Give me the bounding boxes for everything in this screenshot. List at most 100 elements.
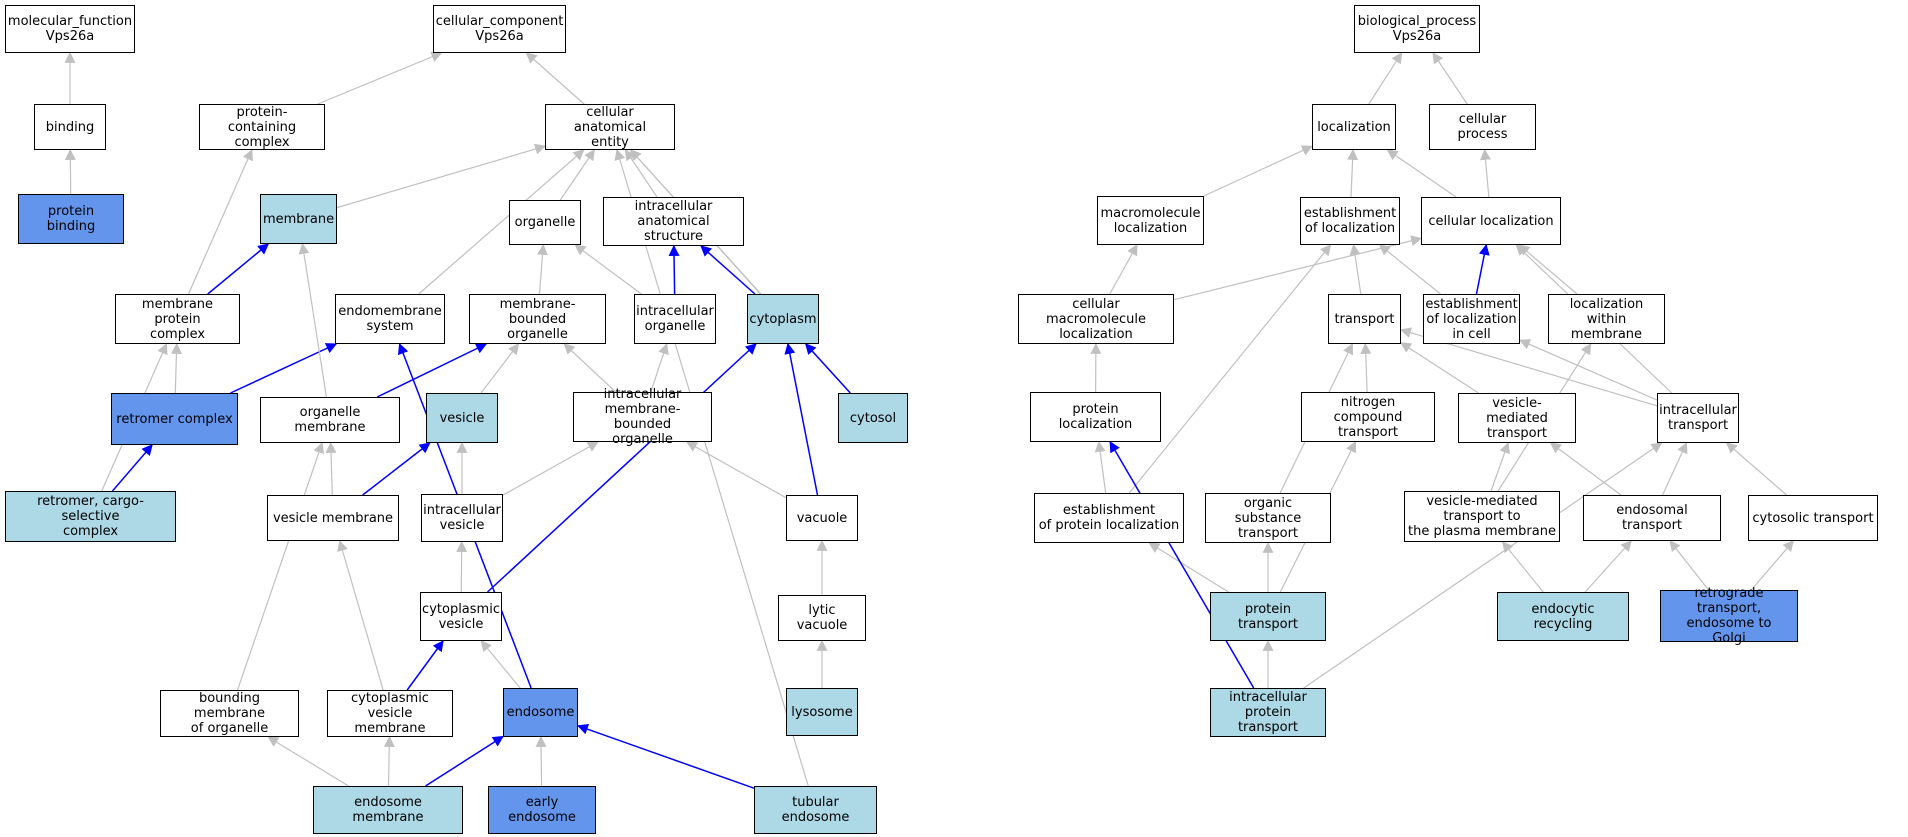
node-cytosol[interactable]: cytosol: [838, 393, 908, 443]
node-bp-root[interactable]: biological_process Vps26a: [1354, 5, 1480, 53]
node-nitrogen-compound-transport[interactable]: nitrogen compound transport: [1301, 392, 1435, 442]
node-organelle-membrane[interactable]: organelle membrane: [260, 397, 400, 443]
edge-retrograde_transport-to-cytosolic_transport: [1750, 540, 1795, 591]
edge-vacuole-to-intracellular_membrane_bounded_organelle: [685, 441, 787, 499]
node-protein-transport[interactable]: protein transport: [1210, 592, 1326, 641]
node-endocytic-recycling[interactable]: endocytic recycling: [1497, 592, 1629, 641]
edge-intracellular_protein_transport-to-protein_localization: [1109, 441, 1255, 689]
node-retromer-complex[interactable]: retromer complex: [111, 393, 238, 445]
edge-vesicle-to-membrane_bounded_organelle: [480, 343, 520, 394]
edge-organelle_membrane-to-membrane: [298, 242, 327, 398]
edge-membrane_bounded_organelle-to-organelle: [537, 243, 548, 295]
node-cytosolic-transport[interactable]: cytosolic transport: [1748, 495, 1878, 541]
node-membrane-bounded-organelle[interactable]: membrane-bounded organelle: [469, 294, 606, 344]
node-binding[interactable]: binding: [34, 104, 106, 150]
node-lysosome[interactable]: lysosome: [786, 688, 858, 736]
node-cytoplasmic-vesicle[interactable]: cytoplasmic vesicle: [420, 592, 502, 641]
edge-vacuole-to-cytoplasm: [784, 342, 819, 496]
edge-cellular_macromolecule_localization-to-macromolecule_localization: [1109, 244, 1138, 295]
node-vesicle-mediated-transport-to-pm[interactable]: vesicle-mediated transport to the plasma…: [1404, 491, 1560, 542]
edge-vesicle_mediated_transport_to_pm-to-vesicle_mediated_transport: [1490, 441, 1510, 492]
edge-cellular_process-to-bp_root: [1432, 52, 1468, 105]
node-localization-within-membrane[interactable]: localization within membrane: [1548, 294, 1665, 344]
node-cytoplasmic-vesicle-membrane[interactable]: cytoplasmic vesicle membrane: [327, 690, 453, 737]
edge-organelle-to-cellular_anatomical_entity: [559, 149, 595, 201]
edge-nitrogen_compound_transport-to-transport: [1360, 342, 1372, 393]
node-cytoplasm[interactable]: cytoplasm: [747, 294, 819, 344]
node-intracellular-membrane-bounded-organelle[interactable]: intracellular membrane-bounded organelle: [573, 387, 712, 447]
edge-intracellular_vesicle-to-intracellular_membrane_bounded_organelle: [502, 441, 599, 496]
node-membrane[interactable]: membrane: [260, 194, 337, 244]
node-tubular-endosome[interactable]: tubular endosome: [754, 786, 877, 834]
edge-establishment_of_protein_localization-to-protein_localization: [1094, 440, 1107, 494]
node-protein-localization[interactable]: protein localization: [1030, 392, 1161, 442]
edge-retromer_complex-to-membrane_protein_complex: [170, 342, 182, 394]
edge-organelle_membrane-to-membrane_bounded_organelle: [376, 343, 488, 398]
node-establishment-of-localization[interactable]: establishment of localization: [1300, 197, 1400, 245]
edge-early_endosome-to-endosome: [535, 735, 547, 787]
node-establishment-of-localization-in-cell[interactable]: establishment of localization in cell: [1423, 294, 1520, 344]
edge-localization-to-bp_root: [1368, 52, 1403, 105]
edge-membrane_protein_complex-to-membrane: [207, 243, 270, 295]
edge-tubular_endosome-to-endosome: [576, 723, 755, 789]
node-macromolecule-localization[interactable]: macromolecule localization: [1097, 196, 1204, 245]
edge-endocytic_recycling-to-vesicle_mediated_transport_to_pm: [1501, 541, 1544, 593]
node-endosomal-transport[interactable]: endosomal transport: [1583, 495, 1721, 541]
node-endomembrane-system[interactable]: endomembrane system: [335, 294, 445, 344]
edge-endosomal_transport-to-intracellular_transport: [1662, 442, 1688, 496]
edge-membrane_protein_complex-to-protein_containing_complex: [187, 148, 253, 295]
node-protein-containing-complex[interactable]: protein-containing complex: [199, 104, 325, 150]
edge-endosome-to-cytoplasmic_vesicle: [480, 640, 521, 689]
edge-endosome_membrane-to-cytoplasmic_vesicle_membrane: [383, 735, 395, 787]
edge-cytosol-to-cytoplasm: [804, 343, 851, 394]
edge-establishment_of_localization_in_cell-to-cellular_localization: [1475, 243, 1490, 295]
edge-membrane-to-cellular_anatomical_entity: [336, 143, 547, 209]
node-vacuole[interactable]: vacuole: [786, 495, 858, 541]
node-intracellular-organelle[interactable]: intracellular organelle: [634, 294, 716, 344]
node-cellular-process[interactable]: cellular process: [1429, 104, 1536, 150]
edge-cytoplasm-to-intracellular_anatomical_structure: [700, 245, 756, 295]
edge-intracellular_protein_transport-to-intracellular_transport: [1303, 442, 1663, 689]
edge-endosome_membrane-to-bounding_membrane_of_organelle: [267, 736, 349, 787]
node-retrograde-transport[interactable]: retrograde transport, endosome to Golgi: [1660, 586, 1798, 646]
edge-establishment_of_protein_localization-to-establishment_of_localization: [1128, 244, 1332, 494]
node-mf-root[interactable]: molecular_function Vps26a: [5, 5, 135, 53]
node-membrane-protein-complex[interactable]: membrane protein complex: [115, 294, 240, 344]
edge-bounding_membrane_of_organelle-to-organelle_membrane: [236, 441, 325, 691]
edge-establishment_of_localization_in_cell-to-establishment_of_localization: [1378, 244, 1441, 295]
node-cellular-localization[interactable]: cellular localization: [1421, 197, 1561, 245]
node-establishment-of-protein-localization[interactable]: establishment of protein localization: [1034, 493, 1184, 543]
edge-protein_transport-to-establishment_of_protein_localization: [1148, 542, 1229, 593]
edge-vesicle_membrane-to-vesicle: [362, 442, 431, 496]
edge-macromolecule_localization-to-localization: [1203, 145, 1313, 197]
edge-vesicle_mediated_transport-to-transport: [1400, 342, 1479, 394]
node-localization[interactable]: localization: [1312, 104, 1396, 150]
node-vesicle[interactable]: vesicle: [426, 393, 498, 443]
node-protein-binding[interactable]: protein binding: [18, 194, 124, 244]
edge-intracellular_membrane_bounded_organelle-to-membrane_bounded_organelle: [563, 343, 617, 393]
node-cc-root[interactable]: cellular_component Vps26a: [433, 5, 566, 53]
node-bounding-membrane-of-organelle[interactable]: bounding membrane of organelle: [160, 690, 299, 737]
edge-cytosolic_transport-to-intracellular_transport: [1725, 442, 1787, 496]
node-vesicle-mediated-transport[interactable]: vesicle-mediated transport: [1458, 393, 1576, 443]
node-endosome[interactable]: endosome: [503, 688, 578, 737]
node-organic-substance-transport[interactable]: organic substance transport: [1205, 493, 1331, 543]
node-cellular-macromolecule-localization[interactable]: cellular macromolecule localization: [1018, 294, 1174, 344]
node-intracellular-protein-transport[interactable]: intracellular protein transport: [1210, 688, 1326, 737]
node-early-endosome[interactable]: early endosome: [488, 786, 596, 834]
edge-cytoplasmic_vesicle-to-cytoplasm: [487, 343, 757, 593]
node-transport[interactable]: transport: [1328, 294, 1401, 344]
node-cellular-anatomical-entity[interactable]: cellular anatomical entity: [545, 104, 675, 150]
node-endosome-membrane[interactable]: endosome membrane: [313, 786, 463, 834]
node-intracellular-transport[interactable]: intracellular transport: [1657, 393, 1739, 443]
node-intracellular-vesicle[interactable]: intracellular vesicle: [421, 494, 503, 542]
node-intracellular-anatomical-structure[interactable]: intracellular anatomical structure: [603, 197, 744, 246]
node-retromer-cargo-selective-complex[interactable]: retromer, cargo-selective complex: [5, 491, 176, 542]
node-vesicle-membrane[interactable]: vesicle membrane: [267, 495, 399, 541]
edge-transport-to-establishment_of_localization: [1349, 243, 1362, 295]
node-organelle[interactable]: organelle: [509, 200, 581, 245]
node-lytic-vacuole[interactable]: lytic vacuole: [778, 595, 866, 641]
edge-cytoplasmic_vesicle-to-intracellular_vesicle: [456, 540, 468, 593]
